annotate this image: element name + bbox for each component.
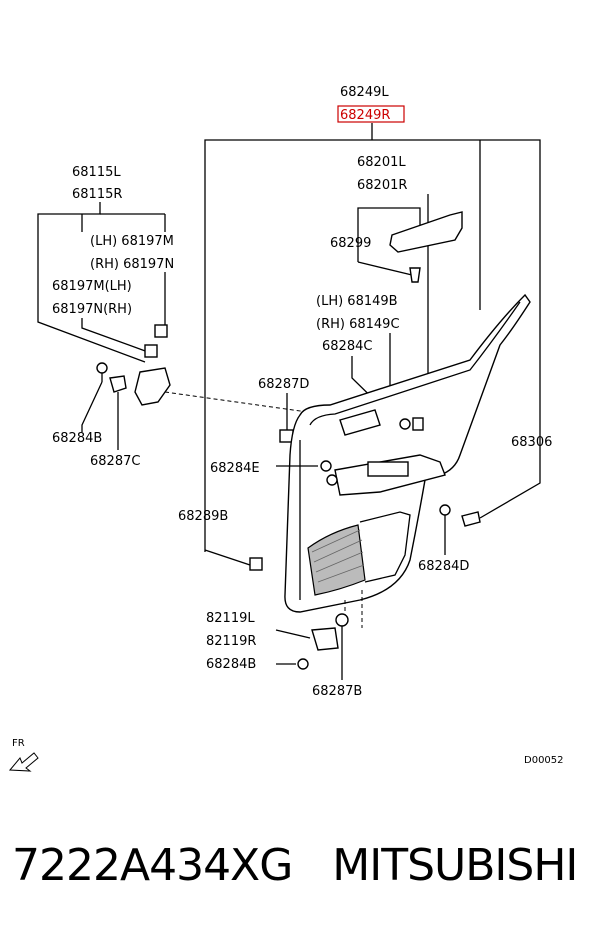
armrest-part xyxy=(389,211,463,253)
cover-82119 xyxy=(311,627,339,651)
label-68299: 68299 xyxy=(330,236,371,251)
clip-68197M xyxy=(154,324,168,338)
label-68249R: 68249R xyxy=(340,108,390,123)
pull-pocket xyxy=(339,409,381,436)
label-68287C: 68287C xyxy=(90,454,140,469)
cover-68287C xyxy=(109,375,127,393)
switch-panel xyxy=(367,461,409,477)
label-68284D: 68284D xyxy=(418,559,469,574)
label-82119L: 82119L xyxy=(206,611,255,626)
speaker-grille xyxy=(307,524,366,596)
label-82119R: 82119R xyxy=(206,634,256,649)
label-68197N-rh2: 68197N(RH) xyxy=(52,302,132,317)
screw-68284D xyxy=(439,504,451,516)
cap-68306 xyxy=(461,511,481,527)
screw-68284E xyxy=(320,460,332,472)
label-68197N-rh: (RH) 68197N xyxy=(90,257,174,272)
label-68249L: 68249L xyxy=(340,85,389,100)
label-68115L: 68115L xyxy=(72,165,121,180)
label-68197M-lh2: 68197M(LH) xyxy=(52,279,132,294)
brand-name: MITSUBISHI xyxy=(332,840,578,891)
screw-68284B-bottom xyxy=(297,658,309,670)
label-68115R: 68115R xyxy=(72,187,122,202)
label-68306: 68306 xyxy=(511,435,552,450)
label-68284B-bottom: 68284B xyxy=(206,657,256,672)
clip-68289B xyxy=(249,557,263,571)
screw-68284B-left xyxy=(96,362,108,374)
clip-68197N xyxy=(144,344,158,358)
diagram-code: D00052 xyxy=(524,755,564,766)
inner-handle-part xyxy=(134,367,171,406)
label-68284E: 68284E xyxy=(210,461,260,476)
footer: 7222A434XG MITSUBISHI xyxy=(12,840,592,891)
label-68287B: 68287B xyxy=(312,684,362,699)
label-68201R: 68201R xyxy=(357,178,407,193)
label-68149B: (LH) 68149B xyxy=(316,294,398,309)
label-68284C: 68284C xyxy=(322,339,372,354)
label-68197M-lh: (LH) 68197M xyxy=(90,234,174,249)
label-68287D: 68287D xyxy=(258,377,309,392)
fr-label: FR xyxy=(12,738,25,749)
part-number: 7222A434XG xyxy=(12,840,293,891)
label-68201L: 68201L xyxy=(357,155,406,170)
parts-diagram: 68249L 68249R 68201L 68201R 68299 68115L… xyxy=(8,85,564,772)
clip-68149 xyxy=(412,417,424,431)
label-68289B: 68289B xyxy=(178,509,228,524)
clip-part-68299 xyxy=(409,267,421,283)
label-68149C: (RH) 68149C xyxy=(316,317,400,332)
highlight-box xyxy=(337,105,405,123)
label-68284B-left: 68284B xyxy=(52,431,102,446)
clip-68284E xyxy=(326,474,338,486)
clip-68287B xyxy=(335,613,349,627)
fr-arrow-icon xyxy=(8,752,39,772)
screw-68284C xyxy=(399,418,411,430)
